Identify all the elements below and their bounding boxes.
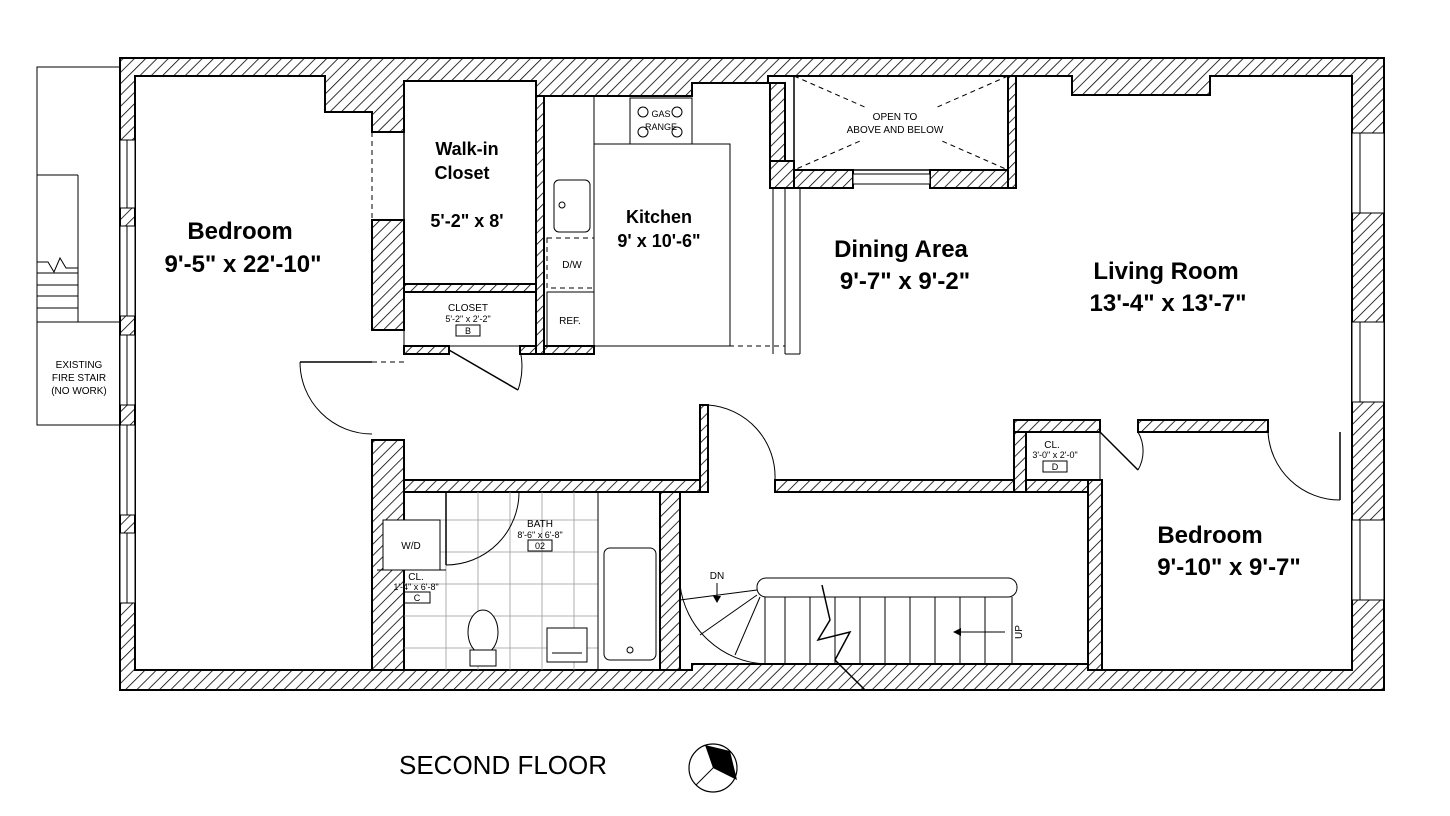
closet-b-size: 5'-2" x 2'-2" [445,314,490,324]
dining-name: Dining Area [834,236,968,263]
fire-stair-line2: FIRE STAIR [52,373,106,384]
refrigerator-label: REF. [559,316,581,327]
bath-size: 8'-6" x 6'-8" [517,530,562,540]
sink-icon [553,179,591,233]
fire-stair-line1: EXISTING [56,360,103,371]
bedroom-left-name: Bedroom [187,218,292,245]
bedroom-left-size: 9'-5" x 22'-10" [165,251,322,278]
bathroom: BATH 8'-6" x 6'-8" 02 [403,491,661,671]
washer-dryer-icon [382,519,441,571]
living-name: Living Room [1093,258,1238,285]
bedroom-right-size: 9'-10" x 9'-7" [1157,554,1301,581]
walkin-closet-name-2: Closet [434,163,489,183]
main-stair: DN UP [679,571,1025,691]
washer-dryer-label: W/D [401,541,420,552]
stair-up-label: UP [1014,625,1025,639]
fire-stair-label: EXISTING FIRE STAIR (NO WORK) [51,360,107,397]
closet-b-tag: B [465,326,471,336]
closet-c-name: CL. [408,572,424,583]
closet-c-size: 1'-4" x 6'-8" [393,582,438,592]
fire-stair [36,66,123,426]
north-arrow-icon [688,743,738,793]
gas-range-icon [629,97,693,145]
plan-title: SECOND FLOOR [399,750,607,780]
room-labels: Bedroom 9'-5" x 22'-10" Walk-in Closet 5… [165,139,1301,581]
vanity-sink-icon [546,627,588,663]
kitchen-size: 9' x 10'-6" [617,231,700,251]
open-label-line2: ABOVE AND BELOW [847,125,944,136]
doors [299,132,1341,501]
closet-d-name: CL. [1044,440,1060,451]
bath-name: BATH [527,519,553,530]
open-label-line1: OPEN TO [873,112,918,123]
dining-size: 9'-7" x 9'-2" [840,268,970,295]
interior-walls [371,75,1269,671]
walkin-closet-name-1: Walk-in [435,139,498,159]
bath-tag: 02 [535,541,545,551]
closet-d: CL. 3'-0" x 2'-0" D [1032,440,1078,473]
toilet-icon [467,609,499,655]
bedroom-right-name: Bedroom [1157,522,1262,549]
laundry-closet: W/D CL. 1'-4" x 6'-8" C [377,519,446,604]
closet-b-name: CLOSET [448,303,488,314]
kitchen-fixtures: D/W REF. GAS RANGE [543,95,801,355]
closet-d-size: 3'-0" x 2'-0" [1032,450,1077,460]
closet-c-tag: C [414,593,421,603]
walkin-closet-size: 5'-2" x 8' [430,211,503,231]
kitchen-name: Kitchen [626,207,692,227]
range-label-line1: GAS [651,109,670,119]
living-size: 13'-4" x 13'-7" [1090,290,1247,317]
open-to-above: OPEN TO ABOVE AND BELOW [793,75,1009,171]
dishwasher-label: D/W [562,260,582,271]
range-label-line2: RANGE [645,122,677,132]
closet-b: CLOSET 5'-2" x 2'-2" B [403,291,537,391]
exterior-walls [119,57,1385,691]
dishwasher-icon [546,237,595,289]
refrigerator-icon [546,291,595,347]
fire-stair-line3: (NO WORK) [51,386,107,397]
bathtub-icon [603,547,657,661]
closet-d-tag: D [1052,462,1059,472]
stair-down-label: DN [710,571,724,582]
